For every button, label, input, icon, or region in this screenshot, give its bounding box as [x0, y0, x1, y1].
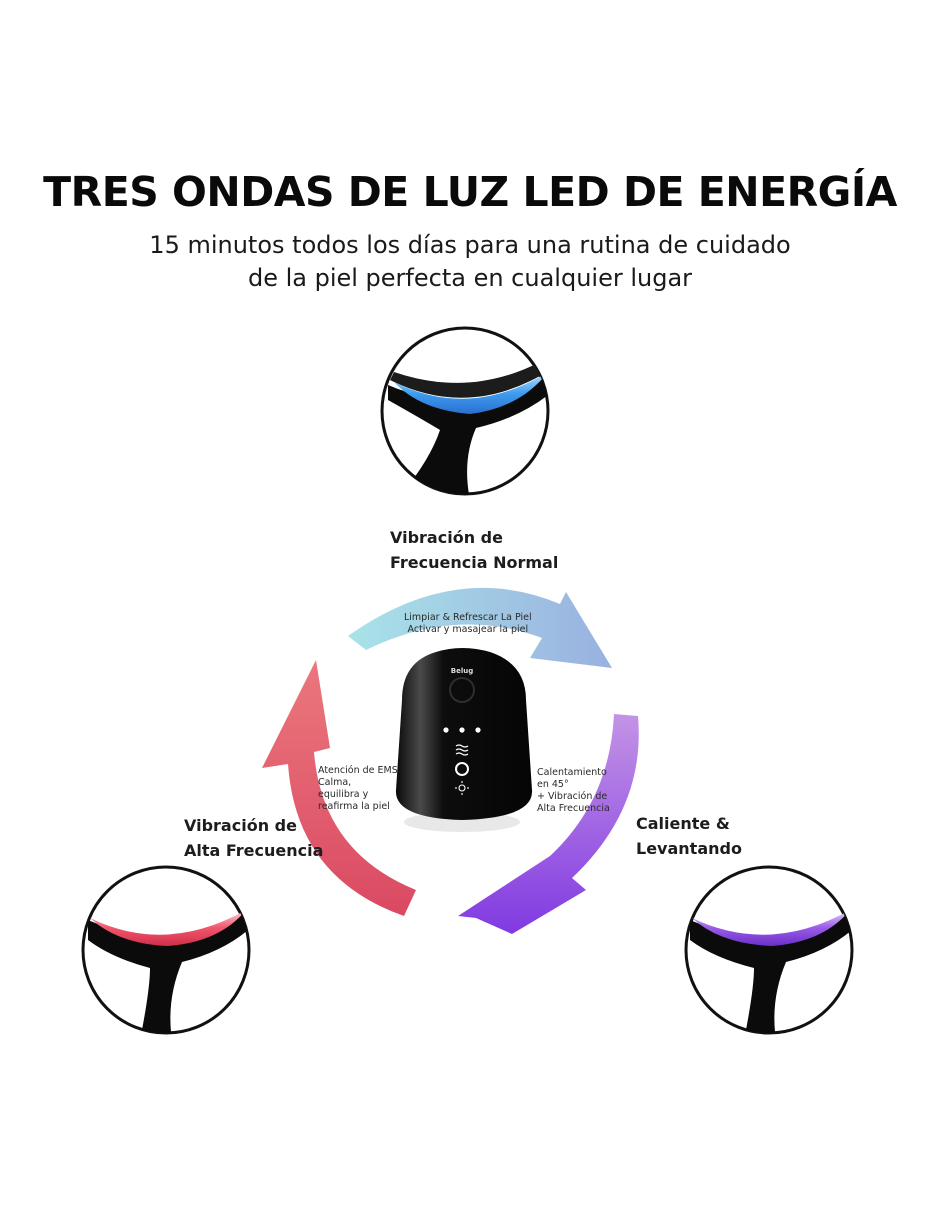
- mode-label-normal-frequency: Vibración de Frecuencia Normal: [390, 528, 559, 572]
- arrow-normal-frequency: [348, 587, 612, 668]
- mode-label-high-frequency: Vibración de Alta Frecuencia: [184, 816, 324, 860]
- device-brand-logo: Belug: [451, 667, 473, 675]
- led-head-blue-circle: [380, 326, 550, 496]
- led-head-purple-circle: [684, 865, 854, 1035]
- arrow-high-frequency: [262, 660, 416, 916]
- led-head-red-circle: [81, 865, 251, 1035]
- mode-label-hot-lifting: Caliente & Levantando: [636, 814, 742, 858]
- subtitle-line-2: de la piel perfecta en cualquier lugar: [247, 264, 693, 292]
- note-normal-frequency: Limpiar & Refrescar La Piel Activar y ma…: [404, 612, 532, 635]
- note-hot-lifting: Calentamiento en 45° + Vibración de Alta…: [537, 767, 610, 814]
- page-title: TRES ONDAS DE LUZ LED DE ENERGÍA: [43, 168, 897, 216]
- note-high-frequency: Atención de EMS Calma, equilibra y reafi…: [318, 765, 398, 812]
- device-body: [395, 648, 533, 832]
- arrow-hot-lifting: [458, 714, 639, 934]
- subtitle-line-1: 15 minutos todos los días para una rutin…: [149, 231, 791, 259]
